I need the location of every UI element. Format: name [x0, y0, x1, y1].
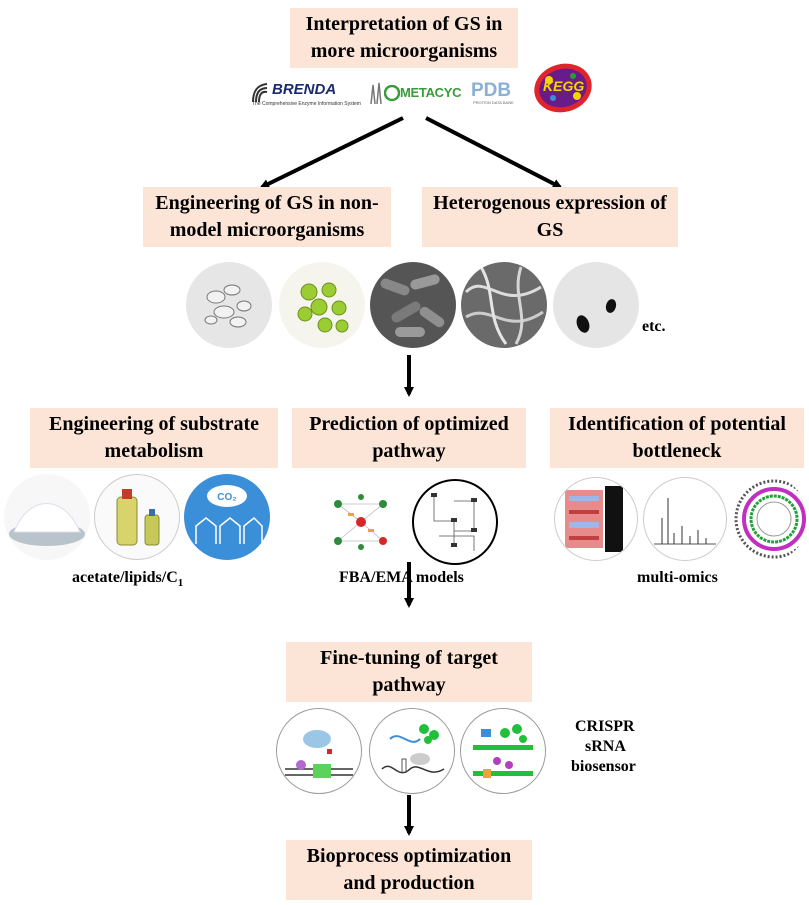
box-potential-bottleneck: Identification of potential bottleneck — [550, 408, 804, 468]
box-substrate-line1: Engineering of substrate — [49, 413, 259, 435]
box-engineering-nonmodel: Engineering of GS in non- model microorg… — [143, 187, 391, 247]
box-engineering-nonmodel-line1: Engineering of GS in non- — [155, 192, 379, 214]
metacyc-tower-icon — [370, 82, 382, 105]
metacyc-title: METACYC — [400, 85, 462, 100]
crispr-image — [276, 708, 362, 794]
brenda-icon — [252, 83, 268, 103]
metacyc-logo: METACYC — [368, 80, 462, 106]
box-heterogenous-line2: GS — [536, 219, 564, 241]
kegg-logo: KEGG — [533, 62, 593, 114]
label-etc: etc. — [642, 318, 666, 335]
box-bottleneck-line2: bottleneck — [632, 440, 722, 462]
label-crispr: CRISPR — [575, 718, 635, 735]
label-substrates-text: acetate/lipids/C — [72, 569, 178, 586]
biosensor-image — [460, 708, 546, 794]
kegg-badge-icon — [534, 63, 592, 113]
metacyc-circle-icon — [384, 85, 400, 101]
srna-image — [369, 708, 455, 794]
c1-co2-image: CO₂ — [184, 474, 270, 560]
heatmap-image — [554, 477, 638, 561]
box-heterogenous-expression: Heterogenous expression of GS — [422, 187, 678, 247]
box-prediction-line1: Prediction of optimized — [309, 413, 509, 435]
box-bioprocess-optimization: Bioprocess optimization and production — [286, 840, 532, 900]
label-fba-ema-models: FBA/EMA models — [339, 569, 464, 586]
spectrum-image — [643, 477, 727, 561]
box-interpretation-line2: more microorganisms — [310, 40, 498, 62]
box-bioprocess-line1: Bioprocess optimization — [306, 845, 512, 867]
brenda-logo: BRENDA The Comprehensive Enzyme Informat… — [250, 80, 368, 108]
label-multi-omics: multi-omics — [637, 569, 718, 586]
box-engineering-nonmodel-line2: model microorganisms — [169, 219, 365, 241]
bacteria-sem-micrograph — [370, 262, 456, 348]
brenda-title: BRENDA — [272, 81, 337, 98]
pdb-logo: PDB PROTEIN DATA BANK — [461, 80, 533, 106]
arrow-top-to-left — [259, 116, 404, 189]
box-fine-tuning: Fine-tuning of target pathway — [286, 642, 532, 702]
acetate-powder-image — [4, 474, 90, 560]
lipids-bottles-image — [94, 474, 180, 560]
pathway-model-image — [412, 479, 498, 565]
label-substrates-subscript: 1 — [177, 577, 184, 590]
pdb-subtitle: PROTEIN DATA BANK — [473, 100, 514, 105]
kegg-title: KEGG — [543, 78, 585, 94]
box-prediction-line2: pathway — [372, 440, 446, 462]
box-substrate-metabolism: Engineering of substrate metabolism — [30, 408, 278, 468]
box-finetune-line1: Fine-tuning of target — [320, 647, 498, 669]
metabolic-network-image — [318, 479, 404, 565]
box-prediction-pathway: Prediction of optimized pathway — [292, 408, 526, 468]
box-heterogenous-line1: Heterogenous expression of — [433, 192, 667, 214]
algae-micrograph — [279, 262, 365, 348]
box-substrate-line2: metabolism — [104, 440, 204, 462]
brenda-subtitle: The Comprehensive Enzyme Information Sys… — [252, 101, 361, 107]
filament-sem-micrograph — [461, 262, 547, 348]
box-interpretation-line1: Interpretation of GS in — [305, 13, 503, 35]
box-interpretation: Interpretation of GS in more microorgani… — [290, 8, 518, 68]
cell-tem-micrograph — [553, 262, 639, 348]
box-finetune-line2: pathway — [372, 674, 446, 696]
yeast-micrograph — [186, 262, 272, 348]
circos-genome-image — [732, 477, 808, 561]
label-substrates: acetate/lipids/C1 — [72, 569, 183, 589]
label-biosensor: biosensor — [571, 758, 636, 775]
box-bioprocess-line2: and production — [343, 872, 475, 894]
arrow-top-to-right — [425, 116, 563, 189]
box-bottleneck-line1: Identification of potential — [568, 413, 786, 435]
pdb-title: PDB — [471, 80, 512, 101]
co2-label: CO₂ — [217, 492, 236, 503]
label-srna: sRNA — [585, 738, 626, 755]
